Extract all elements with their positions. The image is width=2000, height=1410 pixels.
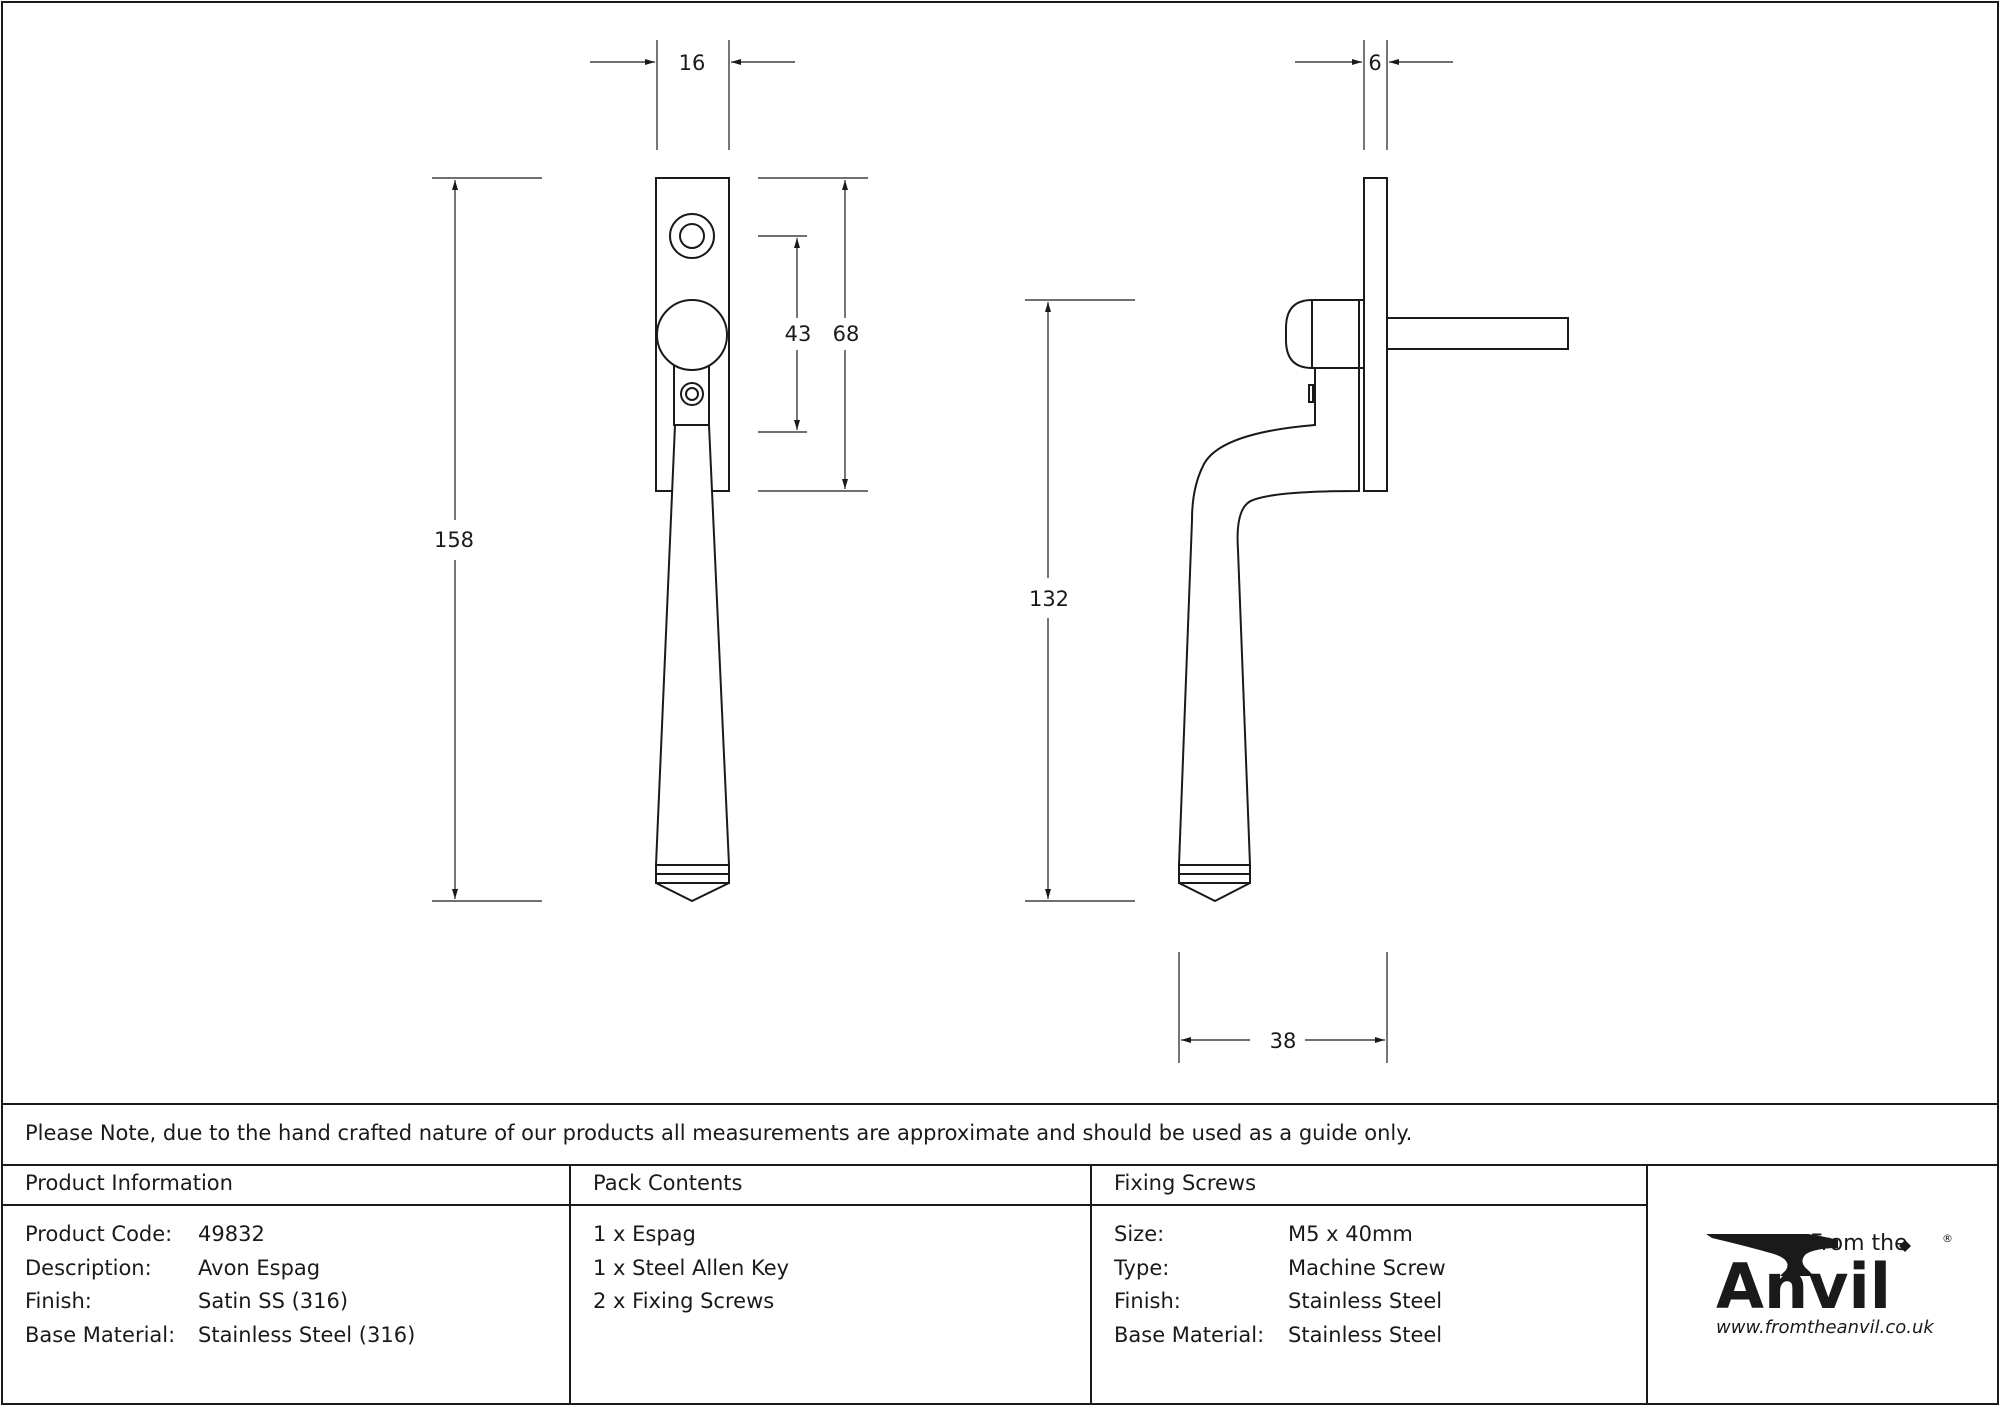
- pack-item: 1 x Steel Allen Key: [593, 1256, 790, 1280]
- screw-size-value: M5 x 40mm: [1288, 1222, 1413, 1246]
- anvil-icon: [1706, 1234, 1838, 1276]
- title-block-grid: [2, 1103, 1998, 1404]
- logo-diamond: [1899, 1240, 1911, 1252]
- pack-item: 1 x Espag: [593, 1222, 696, 1246]
- screw-size-label: Size:: [1114, 1222, 1165, 1246]
- front-view: [654, 177, 731, 903]
- front-top-screw-inner: [679, 223, 705, 249]
- side-boss: [1285, 299, 1360, 369]
- side-backplate: [1363, 177, 1388, 492]
- front-top-screw-outer: [669, 213, 715, 259]
- description-value: Avon Espag: [198, 1256, 321, 1280]
- side-view: [1177, 177, 1569, 903]
- product-code-value: 49832: [198, 1222, 265, 1246]
- logo-brand: Anvil: [1716, 1250, 1891, 1323]
- base-material-label: Base Material:: [25, 1323, 176, 1347]
- dim-projection: 38: [1270, 1029, 1297, 1053]
- screw-type-value: Machine Screw: [1288, 1256, 1446, 1280]
- finish-value: Satin SS (316): [198, 1289, 349, 1313]
- side-handle-point: [1178, 882, 1251, 903]
- side-handle-body: [1177, 367, 1360, 866]
- logo-registered: ®: [1942, 1232, 1953, 1245]
- dimension-labels: 16 6 158 68 43 132 38: [434, 51, 1382, 1053]
- pack-contents-header: Pack Contents: [593, 1171, 743, 1195]
- base-material-value: Stainless Steel (316): [198, 1323, 416, 1347]
- pack-item: 2 x Fixing Screws: [593, 1289, 775, 1313]
- screw-finish-value: Stainless Steel: [1288, 1289, 1443, 1313]
- dim-handle-length: 132: [1029, 587, 1069, 611]
- dim-overall-height: 158: [434, 528, 474, 552]
- dim-spindle-offset: 43: [785, 322, 812, 346]
- anvil-logo: From the ® Anvil www.fromtheanvil.co.uk: [1706, 1231, 1953, 1338]
- disclaimer-note: Please Note, due to the hand crafted nat…: [25, 1121, 1413, 1145]
- screw-base-material-label: Base Material:: [1114, 1323, 1265, 1347]
- dim-front-width: 16: [679, 51, 706, 75]
- front-grub-screw-outer: [680, 382, 704, 406]
- description-label: Description:: [25, 1256, 152, 1280]
- logo-website: www.fromtheanvil.co.uk: [1716, 1317, 1935, 1338]
- dim-backplate-height: 68: [833, 322, 860, 346]
- screw-finish-label: Finish:: [1114, 1289, 1181, 1313]
- dimension-lines: [432, 40, 1453, 1063]
- product-info-header: Product Information: [25, 1171, 233, 1195]
- screw-base-material-value: Stainless Steel: [1288, 1323, 1443, 1347]
- screw-type-label: Type:: [1114, 1256, 1170, 1280]
- side-spindle: [1386, 317, 1569, 350]
- dim-side-thickness: 6: [1368, 51, 1381, 75]
- product-code-label: Product Code:: [25, 1222, 173, 1246]
- logo-from-the: From the: [1810, 1231, 1908, 1256]
- fixing-screws-header: Fixing Screws: [1114, 1171, 1257, 1195]
- front-grub-screw-inner: [685, 387, 699, 401]
- front-spindle-boss: [656, 299, 728, 371]
- side-grub-screw: [1308, 384, 1314, 403]
- front-handle-point: [655, 882, 730, 903]
- finish-label: Finish:: [25, 1289, 92, 1313]
